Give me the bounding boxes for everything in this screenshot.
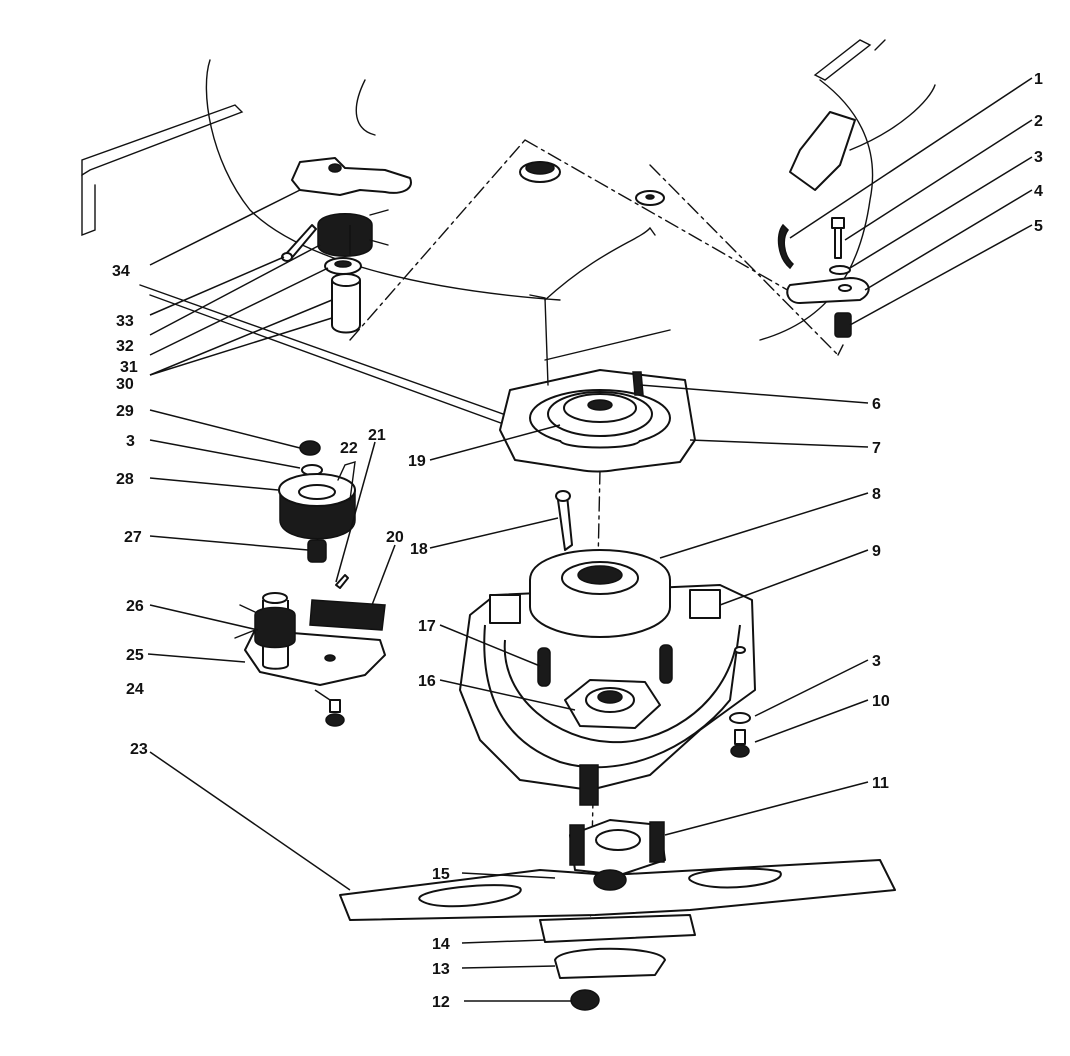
callout-34: 34	[112, 263, 130, 280]
callout-27: 27	[124, 529, 142, 546]
callout-labels: 1 2 3 4 5 6 7 8 9 3 10 11 12 13 14 15 16…	[112, 71, 1043, 1011]
callout-19: 19	[408, 453, 426, 470]
callout-14: 14	[432, 936, 450, 953]
callout-9: 9	[872, 543, 881, 560]
pin-18	[555, 490, 573, 551]
left-parts	[234, 157, 412, 727]
callout-15: 15	[432, 866, 450, 883]
spindle-housing	[459, 549, 756, 806]
callout-22: 22	[340, 440, 358, 457]
callout-12: 12	[432, 994, 450, 1011]
callout-8: 8	[872, 486, 881, 503]
callout-6: 6	[872, 396, 881, 413]
callout-3: 3	[1034, 149, 1043, 166]
top-plate-assembly	[499, 226, 696, 473]
leader-lines	[147, 77, 1033, 1002]
callout-11: 11	[872, 775, 889, 792]
callout-3-left: 3	[126, 433, 135, 450]
callout-28: 28	[116, 471, 134, 488]
callout-21: 21	[368, 427, 386, 444]
callout-16: 16	[418, 673, 436, 690]
callout-1: 1	[1034, 71, 1043, 88]
callout-25: 25	[126, 647, 144, 664]
callout-5: 5	[1034, 218, 1043, 235]
deck-bushings	[519, 161, 665, 206]
callout-4: 4	[1034, 183, 1043, 200]
callout-29: 29	[116, 403, 134, 420]
callout-24: 24	[126, 681, 144, 698]
callout-26: 26	[126, 598, 144, 615]
callout-17: 17	[418, 618, 436, 635]
callout-7: 7	[872, 440, 881, 457]
idler-arm-assembly	[777, 217, 870, 338]
callout-20: 20	[386, 529, 404, 546]
right-washer-bolt	[729, 712, 751, 758]
callout-31: 31	[120, 359, 138, 376]
callout-23: 23	[130, 741, 148, 758]
callout-13: 13	[432, 961, 450, 978]
callout-30: 30	[116, 376, 134, 393]
callout-18: 18	[410, 541, 428, 558]
callout-32: 32	[116, 338, 134, 355]
callout-3-right: 3	[872, 653, 881, 670]
blade-assembly	[339, 819, 896, 1011]
callout-10: 10	[872, 693, 890, 710]
callout-33: 33	[116, 313, 134, 330]
callout-2: 2	[1034, 113, 1043, 130]
bearing-flange	[537, 644, 673, 729]
mower-deck-outline	[81, 39, 936, 431]
